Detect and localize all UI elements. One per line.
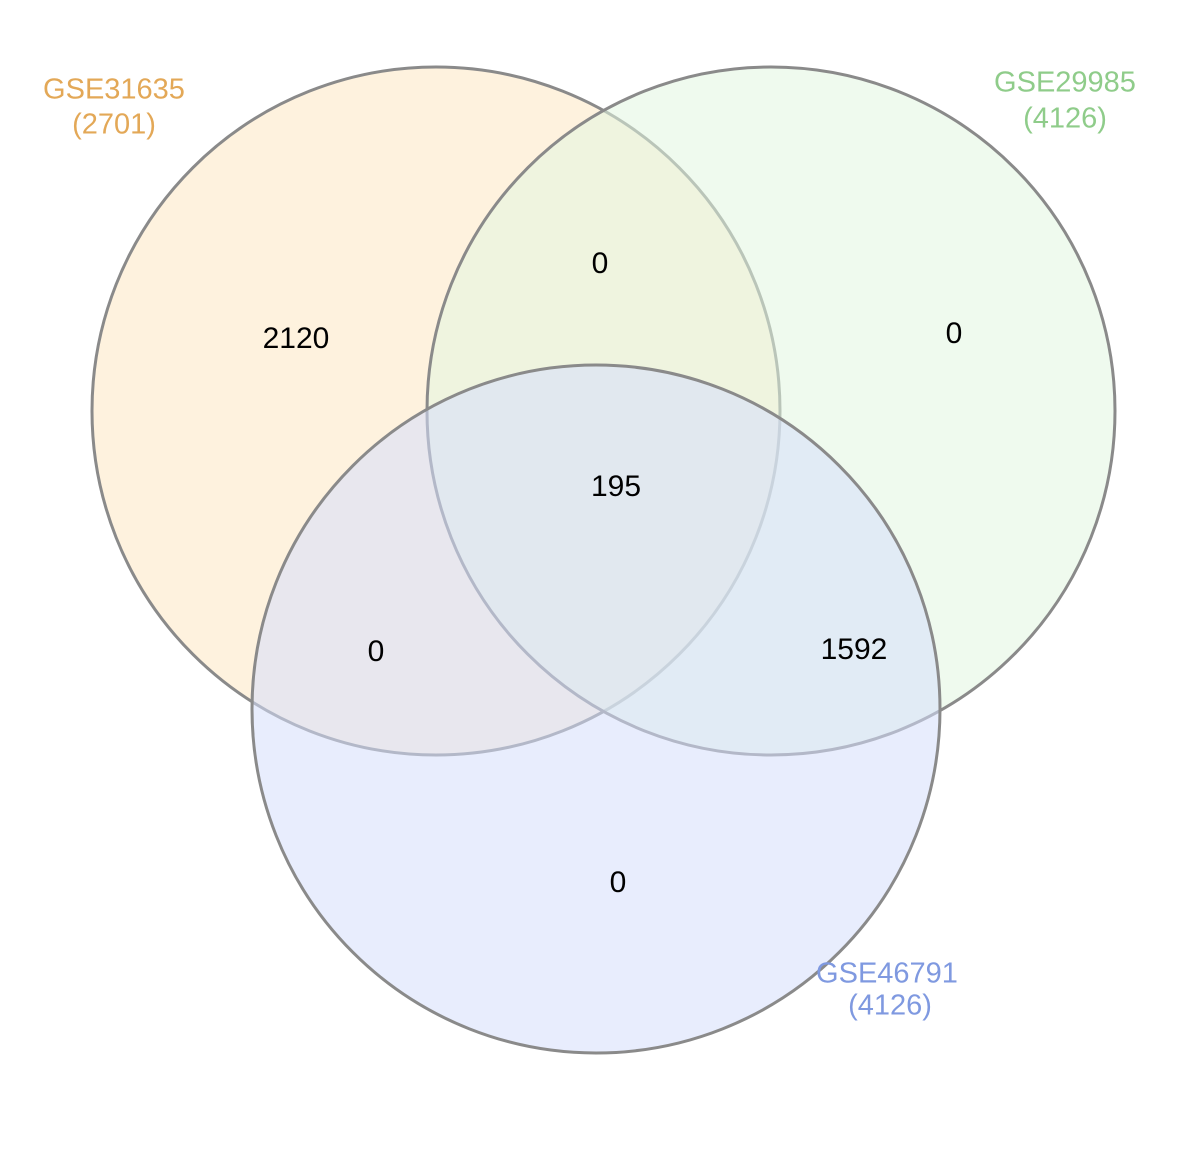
region-count-bc-only: 1592: [821, 633, 888, 666]
set-c-name: GSE46791: [816, 958, 958, 990]
region-count-a-only: 2120: [263, 322, 330, 355]
set-b-name: GSE29985: [994, 67, 1136, 99]
set-a-size: (2701): [72, 109, 156, 141]
region-count-ab-only: 0: [592, 247, 609, 280]
region-count-ac-only: 0: [368, 635, 385, 668]
region-count-c-only: 0: [610, 866, 627, 899]
set-b-size: (4126): [1023, 103, 1107, 135]
region-count-b-only: 0: [946, 317, 963, 350]
set-a-name: GSE31635: [43, 74, 185, 106]
circle-set-c: [250, 363, 942, 1055]
set-c-size: (4126): [848, 990, 932, 1022]
region-count-abc: 195: [591, 470, 641, 503]
